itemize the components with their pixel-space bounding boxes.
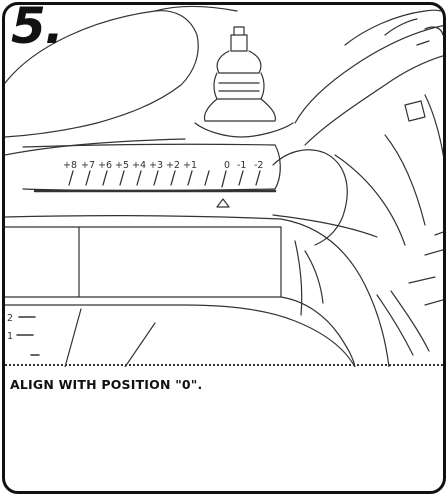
left-body-curve: [5, 138, 186, 156]
lower-channel: [5, 226, 80, 298]
side-mark-label: 1: [7, 331, 13, 342]
alignment-pointer: [216, 198, 230, 208]
right-housing: [272, 149, 348, 246]
step-number: 5.: [11, 2, 64, 55]
upper-housing-edge: [154, 5, 238, 12]
illustration: +8 +7 +6 +5 +4 +3 +2 +1 0 -1 -2: [5, 5, 443, 367]
scale-label: +5: [115, 160, 129, 171]
scale-label-zero: 0: [224, 160, 230, 171]
scale-label: +3: [149, 160, 163, 171]
scale-label: +2: [166, 160, 180, 171]
scale-label: -1: [237, 160, 246, 171]
adjuster-knob: [194, 26, 294, 138]
side-marks: 2 1: [7, 313, 40, 356]
right-handle: [294, 25, 443, 124]
scale-label: +6: [98, 160, 112, 171]
scale-band-top: [22, 143, 276, 148]
scale-label: +8: [63, 160, 77, 171]
scale-label: +1: [183, 160, 197, 171]
divider: [5, 364, 443, 366]
scale-label: +7: [81, 160, 95, 171]
scale-ticks: [68, 170, 261, 188]
scale-labels: +8 +7 +6 +5 +4 +3 +2 +1 0 -1 -2: [63, 160, 263, 171]
upper-left-housing: [5, 10, 199, 138]
instruction-text: ALIGN WITH POSITION "0".: [10, 377, 203, 392]
scale-label: +4: [132, 160, 146, 171]
scale-label: -2: [254, 160, 263, 171]
side-mark-label: 2: [7, 313, 13, 324]
